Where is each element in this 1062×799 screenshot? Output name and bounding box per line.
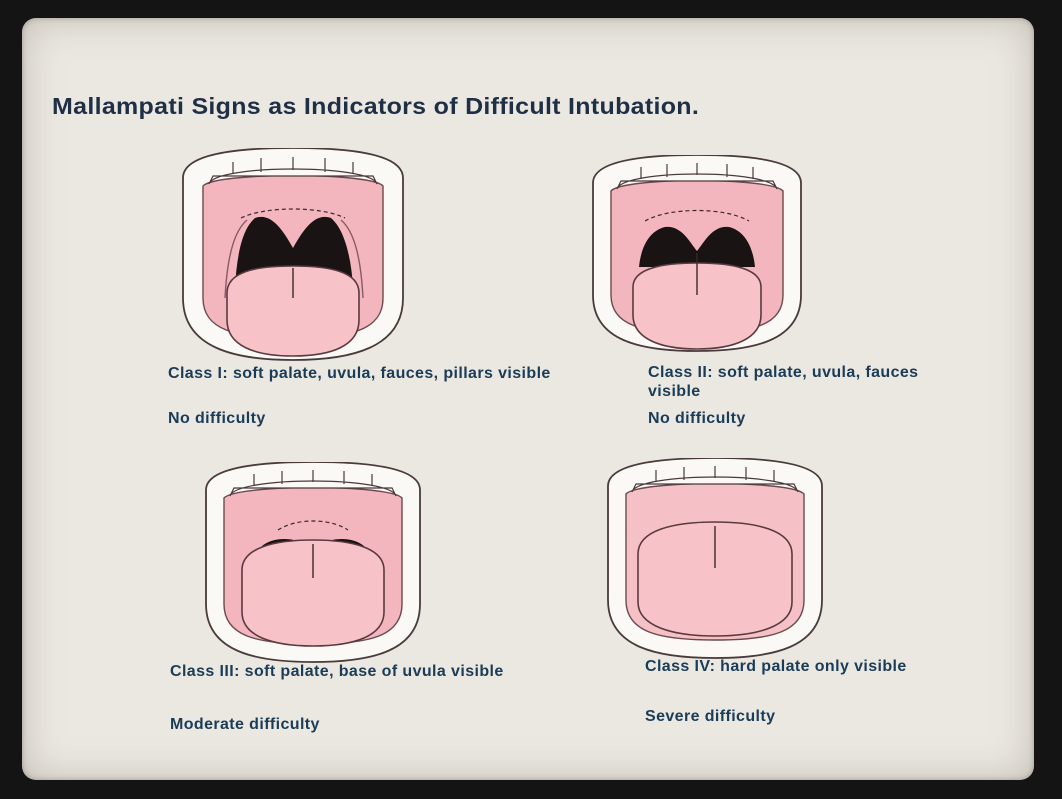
mouth-class-1-illustration [175, 148, 415, 363]
class-2-difficulty: No difficulty [648, 410, 746, 428]
class-1-description: Class I: soft palate, uvula, fauces, pil… [168, 364, 588, 383]
class-4-description: Class IV: hard palate only visible [645, 657, 945, 676]
diagram-title: Mallampati Signs as Indicators of Diffic… [52, 94, 1032, 121]
mouth-class-3-illustration [198, 462, 428, 667]
class-3-description: Class III: soft palate, base of uvula vi… [170, 662, 590, 681]
class-4-difficulty: Severe difficulty [645, 708, 775, 726]
mouth-class-2-illustration [585, 155, 810, 355]
class-1-difficulty: No difficulty [168, 410, 266, 428]
mouth-class-4-illustration [600, 458, 830, 663]
class-2-description: Class II: soft palate, uvula, fauces vis… [648, 363, 968, 401]
class-3-difficulty: Moderate difficulty [170, 716, 320, 734]
